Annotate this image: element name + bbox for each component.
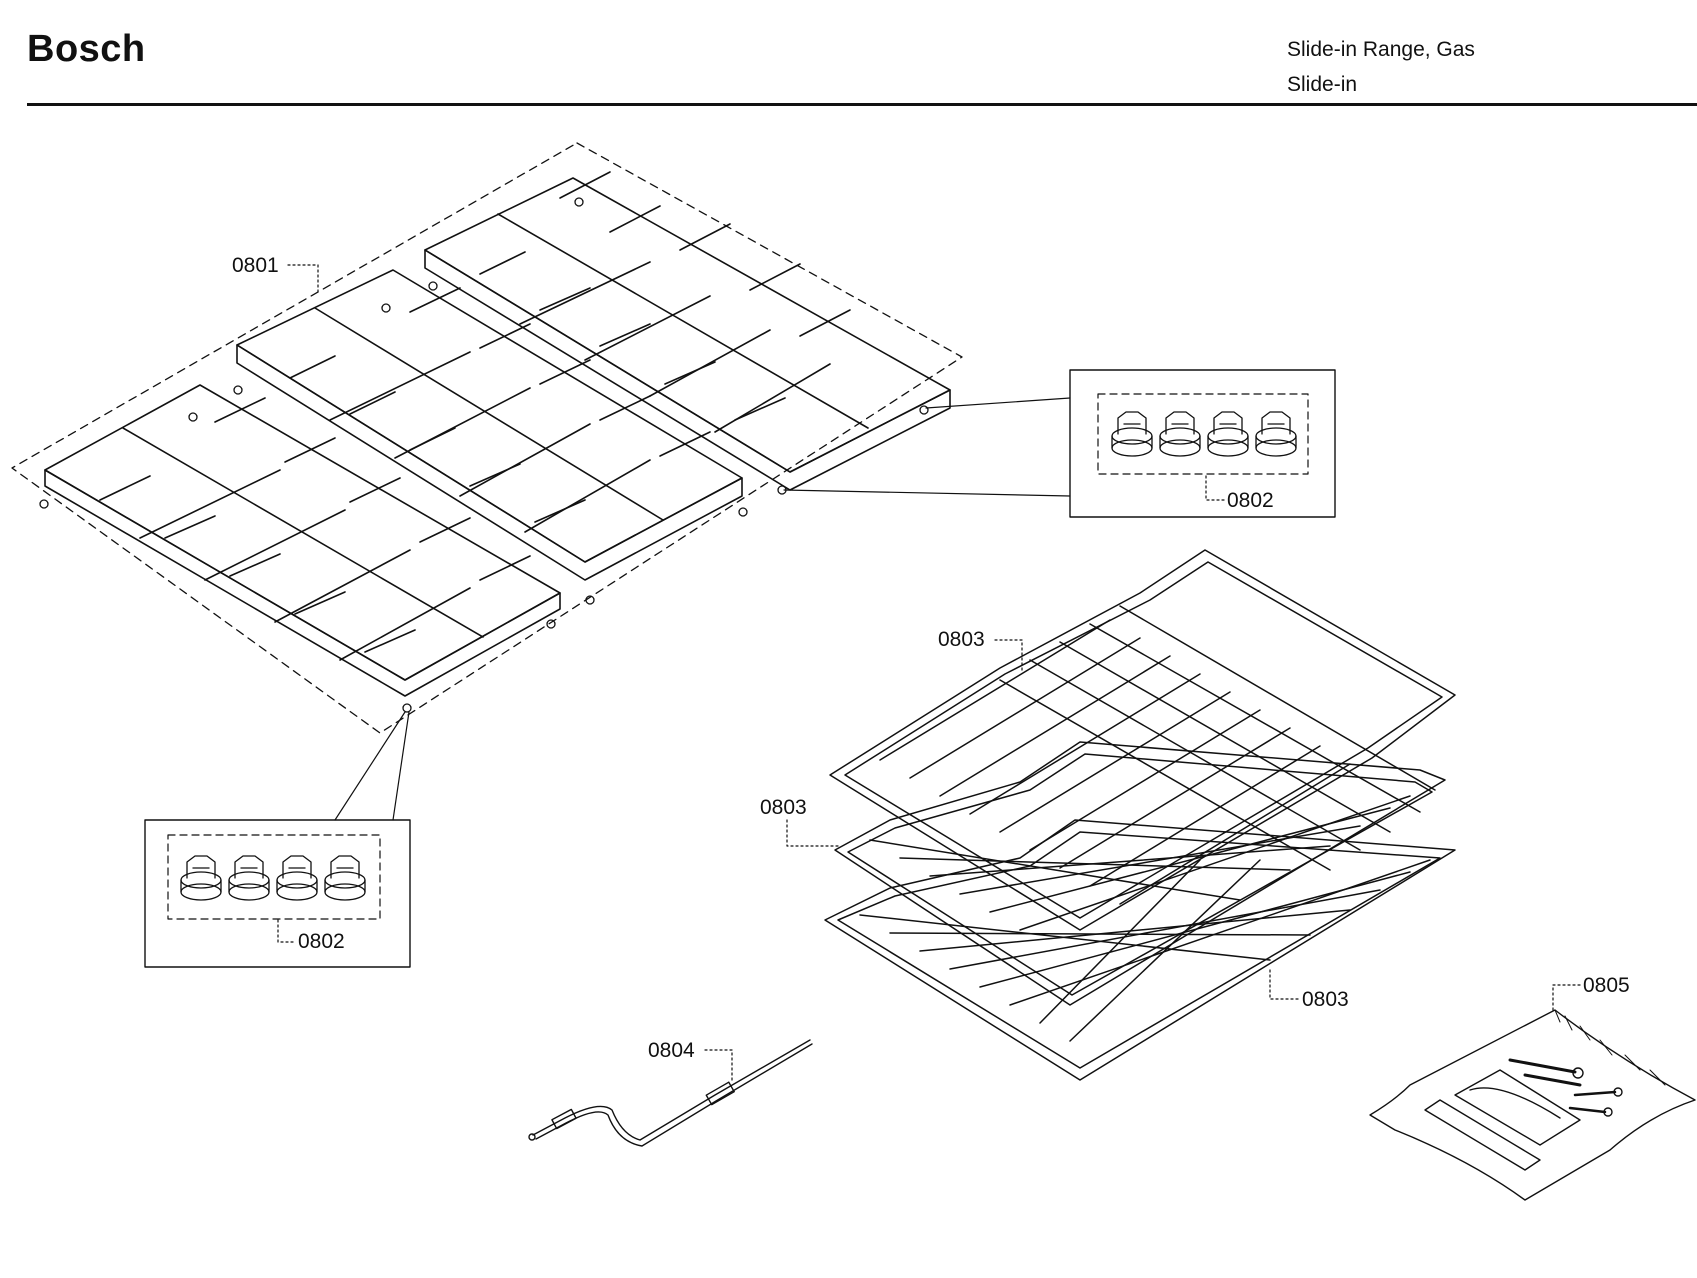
oven-rack-bottom: [824, 819, 1456, 1081]
rubber-foot-icons: [1111, 411, 1297, 457]
callout-0805: 0805: [1583, 974, 1630, 997]
grate-left: [44, 384, 561, 697]
callout-0802-right: 0802: [1227, 489, 1274, 512]
callout-0802-left: 0802: [298, 930, 345, 953]
callout-0803-top: 0803: [938, 628, 985, 651]
grate-middle: [236, 269, 743, 581]
callout-0804: 0804: [648, 1039, 695, 1062]
grate-right: [424, 171, 951, 491]
header-rule: [27, 103, 1697, 106]
hardware-bag[interactable]: 0805: [1369, 974, 1696, 1201]
product-subtype: Slide-in: [1287, 73, 1358, 96]
grate-assembly-outline: [11, 142, 963, 734]
callout-0803-mid: 0803: [760, 796, 807, 819]
oven-racks[interactable]: 0803 0803 0803: [760, 549, 1456, 1081]
oven-rack-top: [829, 549, 1456, 931]
brand-name: Bosch: [27, 28, 146, 70]
callout-0803-bottom: 0803: [1302, 988, 1349, 1011]
meat-probe[interactable]: 0804: [528, 1039, 813, 1147]
callout-0801: 0801: [232, 254, 279, 277]
product-meta: Slide-in Range, Gas Slide-in: [1287, 32, 1475, 102]
product-type: Slide-in Range, Gas: [1287, 38, 1475, 61]
rubber-feet-set-right[interactable]: 0802: [783, 369, 1336, 518]
rubber-foot-icons: [180, 855, 366, 901]
burner-grates[interactable]: 0801: [11, 142, 963, 734]
rubber-feet-set-left[interactable]: 0802: [144, 711, 411, 968]
grate-feet-dots: [39, 197, 929, 713]
oven-rack-mid: [834, 741, 1446, 1006]
